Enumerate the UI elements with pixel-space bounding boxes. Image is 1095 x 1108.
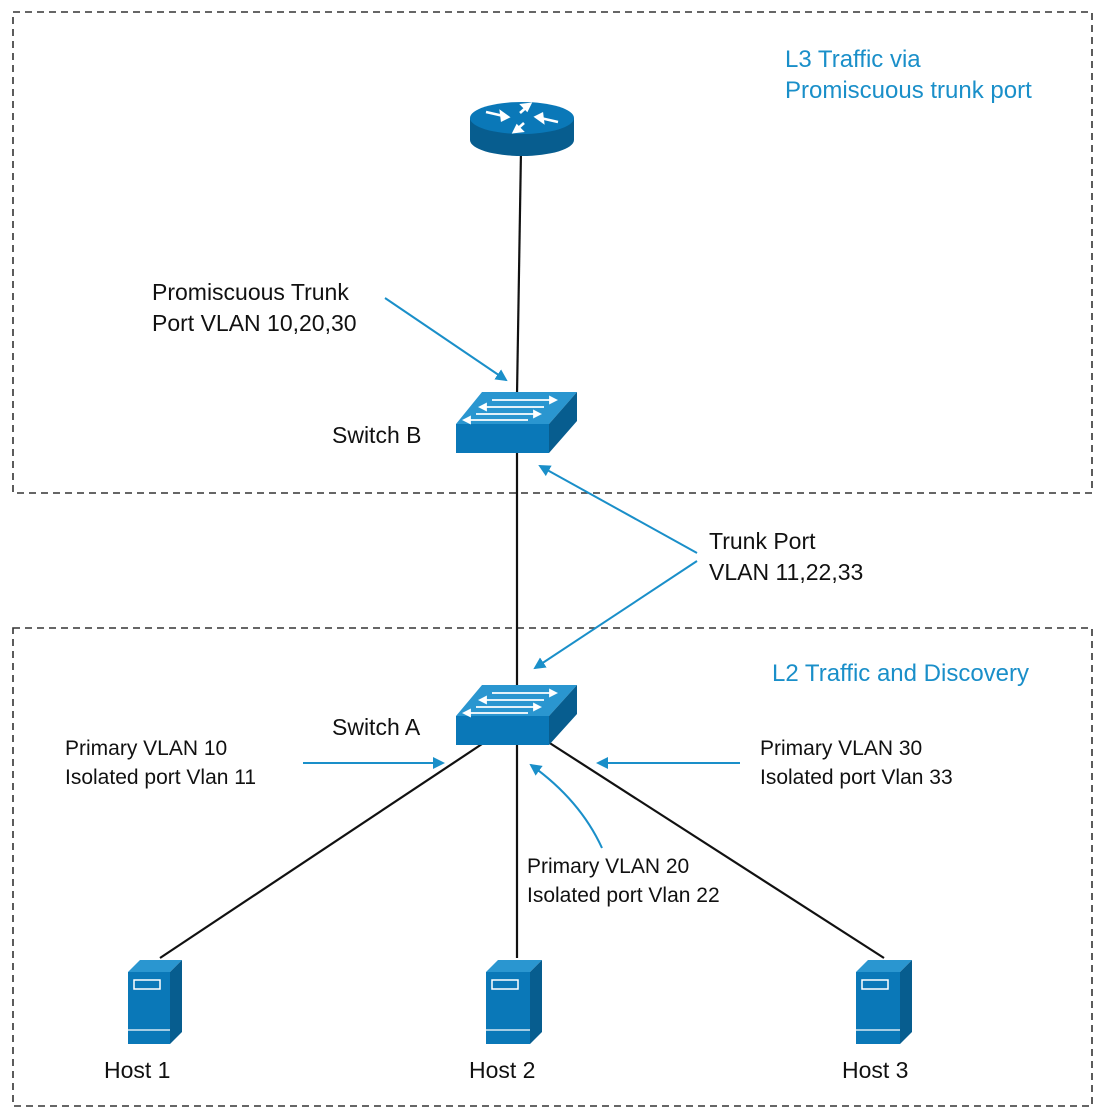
host3-label: Host 3 (842, 1057, 908, 1083)
l3-zone-label-line1: L3 Traffic via (785, 46, 921, 73)
switch-b-icon (456, 392, 577, 453)
host1-server-icon (128, 960, 182, 1044)
trunk-port-pointer-arrow-down (533, 560, 698, 670)
trunk-port-label-line1: Trunk Port (709, 528, 816, 554)
host3-port-label-line1: Primary VLAN 30 (760, 737, 922, 760)
host2-label: Host 2 (469, 1057, 535, 1083)
host2-port-label-line2: Isolated port Vlan 22 (527, 884, 720, 907)
promiscuous-trunk-label-line2: Port VLAN 10,20,30 (152, 310, 357, 336)
host1-port-label-line1: Primary VLAN 10 (65, 737, 227, 760)
host2-port-pointer-arrow (529, 763, 603, 849)
l3-zone-label-line2: Promiscuous trunk port (785, 77, 1032, 104)
switch-a-label: Switch A (332, 714, 421, 740)
host3-port-label-line2: Isolated port Vlan 33 (760, 766, 953, 789)
host1-label: Host 1 (104, 1057, 170, 1083)
host1-port-label-line2: Isolated port Vlan 11 (65, 766, 256, 789)
promiscuous-trunk-label-line1: Promiscuous Trunk (152, 279, 349, 305)
host2-port-label-line1: Primary VLAN 20 (527, 855, 689, 878)
router-icon (470, 102, 574, 156)
host3-server-icon (856, 960, 912, 1044)
promiscuous-trunk-pointer-arrow (384, 297, 508, 382)
trunk-port-label-line2: VLAN 11,22,33 (709, 559, 863, 585)
l2-zone-border (12, 627, 1093, 1107)
switch-b-label: Switch B (332, 422, 421, 448)
trunk-port-pointer-arrow-up (538, 465, 698, 554)
switch-a-icon (456, 685, 577, 745)
host2-server-icon (486, 960, 542, 1044)
l2-zone-label: L2 Traffic and Discovery (772, 660, 1029, 687)
router-to-switch-b-link (515, 149, 523, 396)
switch-a-to-host1-link (159, 739, 489, 959)
switch-a-to-host3-link (544, 739, 885, 959)
